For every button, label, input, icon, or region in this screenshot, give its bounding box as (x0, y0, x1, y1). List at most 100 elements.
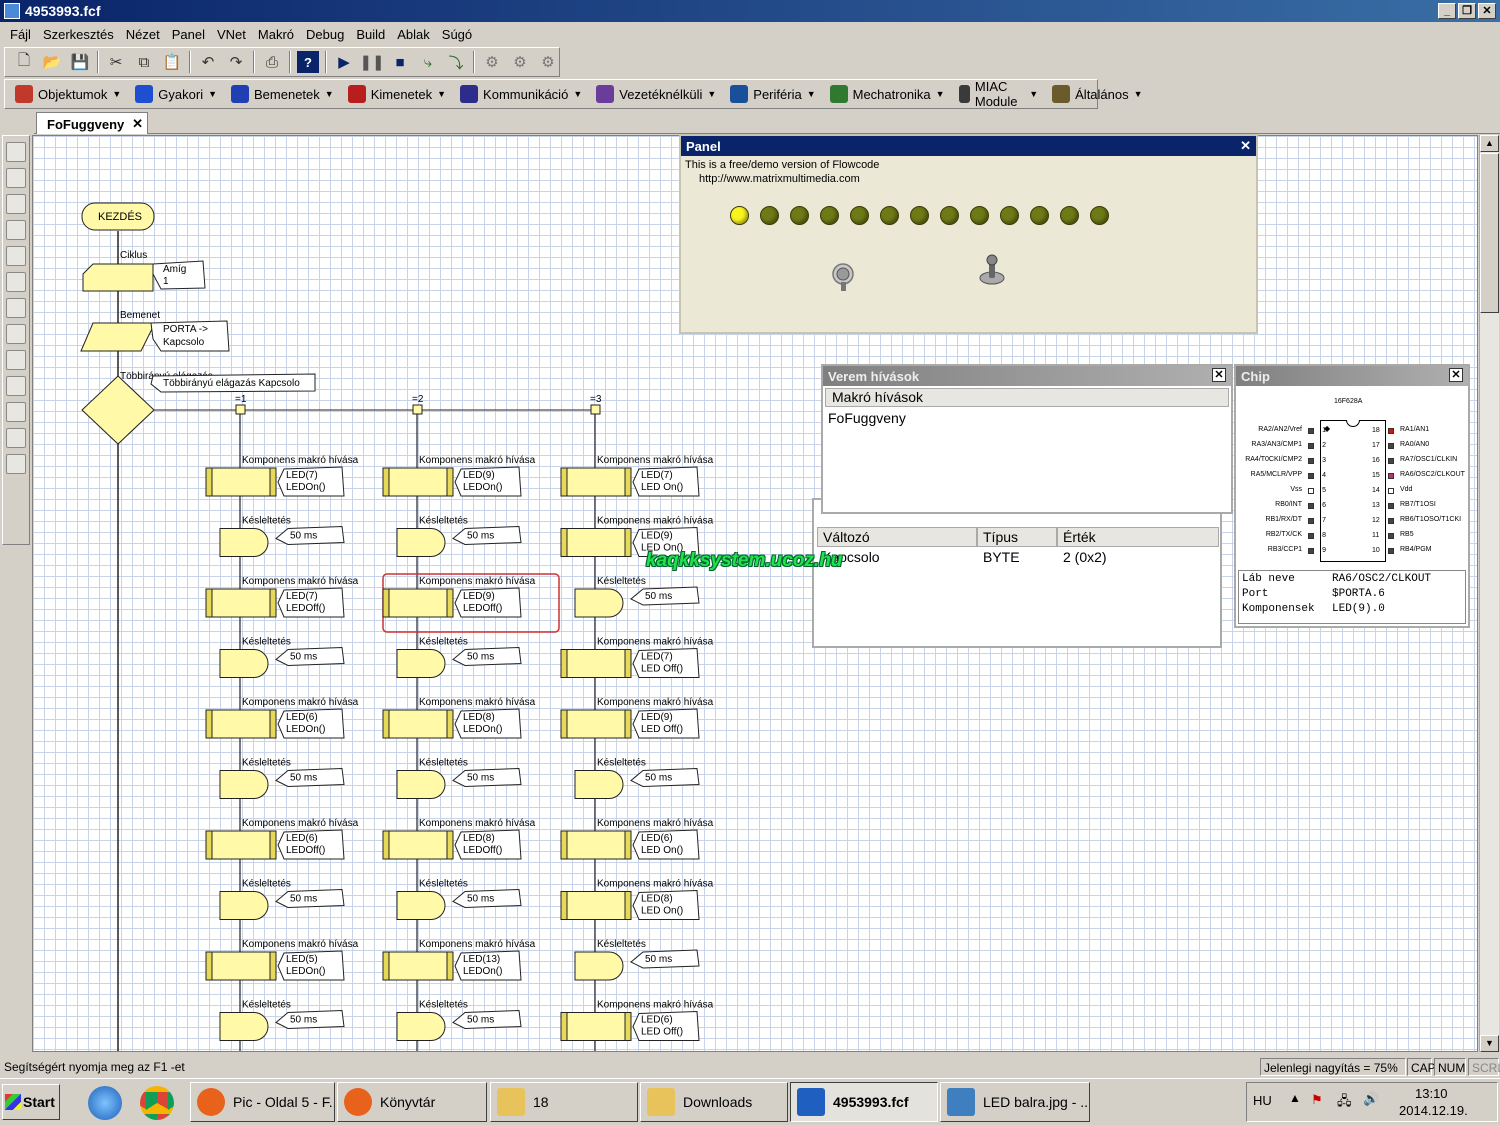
macro-side-right[interactable] (624, 1012, 632, 1041)
ie-icon[interactable] (88, 1086, 122, 1120)
macro-side-right[interactable] (446, 830, 454, 860)
macro-block[interactable] (205, 829, 345, 860)
col-valtozo[interactable]: Változó (817, 527, 977, 547)
tab-close-icon[interactable]: ✕ (132, 116, 143, 131)
macro-side-left[interactable] (560, 1012, 568, 1041)
call-stack-window[interactable]: Verem hívások ✕ Makró hívások FoFuggveny (821, 364, 1233, 514)
tray-expand-icon[interactable]: ▲ (1289, 1091, 1301, 1105)
taskbar-task-1[interactable]: Könyvtár (337, 1082, 487, 1122)
paste-icon[interactable]: 📋 (162, 54, 182, 71)
macro-block[interactable] (560, 466, 700, 497)
macro-side-left[interactable] (382, 467, 390, 497)
palette-loop-icon[interactable] (6, 376, 26, 396)
macro-side-left[interactable] (382, 830, 390, 860)
macro-side-right[interactable] (446, 467, 454, 497)
macro-side-right[interactable] (624, 528, 632, 557)
print-icon[interactable]: ⎙ (265, 53, 278, 71)
help-icon[interactable]: ? (297, 51, 319, 73)
clock-time[interactable]: 13:10 (1415, 1086, 1448, 1101)
macro-box[interactable] (560, 467, 632, 497)
macro-block[interactable] (560, 526, 700, 557)
macro-side-right[interactable] (624, 649, 632, 678)
input-shape[interactable] (80, 322, 156, 352)
macro-side-left[interactable] (205, 709, 213, 739)
case-connector[interactable] (235, 404, 246, 415)
delay-shape[interactable] (396, 891, 446, 920)
taskbar-task-5[interactable]: LED balra.jpg - ... (940, 1082, 1090, 1122)
menu-sugo[interactable]: Súgó (441, 26, 473, 42)
step-over-icon[interactable]: ⤵ (448, 54, 464, 72)
palette-calculation-icon[interactable] (6, 272, 26, 292)
delay-shape[interactable] (219, 649, 269, 678)
delay-callout[interactable] (452, 888, 522, 909)
clock-date[interactable]: 2014.12.19. (1399, 1103, 1468, 1118)
taskbar-task-2[interactable]: 18 (490, 1082, 638, 1122)
macro-side-left[interactable] (560, 528, 568, 557)
macro-side-left[interactable] (205, 588, 213, 618)
delay-callout[interactable] (630, 949, 700, 969)
macro-box[interactable] (560, 830, 632, 860)
undo-icon[interactable]: ↶ (201, 54, 215, 71)
taskbar-task-0[interactable]: Pic - Oldal 5 - F... (190, 1082, 335, 1122)
macro-side-right[interactable] (269, 588, 277, 618)
chip-close-icon[interactable]: ✕ (1449, 368, 1463, 382)
compile-icon[interactable]: ⚙ (485, 54, 499, 71)
macro-side-left[interactable] (560, 709, 568, 739)
macro-side-left[interactable] (560, 467, 568, 497)
menu-makro[interactable]: Makró (257, 26, 295, 42)
macro-block[interactable] (560, 647, 700, 678)
macro-side-right[interactable] (269, 951, 277, 981)
macro-box[interactable] (382, 467, 454, 497)
macro-callout[interactable] (277, 950, 345, 981)
macro-callout[interactable] (454, 466, 522, 497)
scroll-thumb[interactable] (1480, 153, 1499, 313)
macro-callout[interactable] (277, 587, 345, 618)
delay-callout[interactable] (452, 1009, 522, 1030)
macro-callout[interactable] (632, 829, 700, 860)
palette-interrupt-icon[interactable] (6, 428, 26, 448)
variables-window[interactable]: Változó Típus Érték Kapcsolo BYTE 2 (0x2… (812, 498, 1222, 648)
save-icon[interactable]: 💾 (70, 54, 90, 71)
taskbar-task-3[interactable]: Downloads (640, 1082, 788, 1122)
chrome-icon[interactable] (140, 1086, 174, 1120)
delay-callout[interactable] (275, 646, 345, 667)
taskbar-task-4[interactable]: 4953993.fcf (790, 1082, 938, 1122)
macro-side-right[interactable] (624, 467, 632, 497)
compile-hex-icon[interactable]: ⚙ (513, 54, 527, 71)
palette-input-icon[interactable] (6, 142, 26, 162)
case-connector[interactable] (412, 404, 423, 415)
delay-callout[interactable] (630, 586, 700, 606)
start-button[interactable]: Start (2, 1084, 60, 1120)
case-connector[interactable] (590, 404, 601, 415)
menu-debug[interactable]: Debug (306, 26, 345, 42)
delay-shape[interactable] (574, 951, 624, 981)
component-menu-9[interactable]: Általános▼ (1052, 85, 1143, 103)
delay-shape[interactable] (219, 528, 269, 557)
toggle-switch-icon[interactable] (979, 254, 1005, 286)
component-menu-0[interactable]: Objektumok▼ (15, 85, 121, 103)
macro-side-right[interactable] (269, 830, 277, 860)
menu-ablak[interactable]: Ablak (397, 26, 430, 42)
call-stack-close-icon[interactable]: ✕ (1212, 368, 1226, 382)
macro-side-left[interactable] (205, 951, 213, 981)
component-menu-6[interactable]: Periféria▼ (730, 85, 816, 103)
macro-block[interactable] (382, 950, 522, 981)
palette-switch-icon[interactable] (6, 246, 26, 266)
macro-block[interactable] (560, 708, 700, 739)
delay-callout[interactable] (275, 767, 345, 788)
macro-box[interactable] (560, 649, 632, 678)
macro-callout[interactable] (632, 466, 700, 497)
component-menu-7[interactable]: Mechatronika▼ (829, 85, 945, 103)
chip-program-icon[interactable]: ⚙ (541, 54, 555, 71)
redo-icon[interactable]: ↷ (229, 54, 243, 71)
macro-box[interactable] (560, 528, 632, 557)
call-stack-row[interactable]: FoFuggveny (828, 410, 906, 426)
macro-block[interactable] (560, 829, 700, 860)
canvas-vertical-scrollbar[interactable]: ▲ ▼ (1479, 135, 1499, 1052)
